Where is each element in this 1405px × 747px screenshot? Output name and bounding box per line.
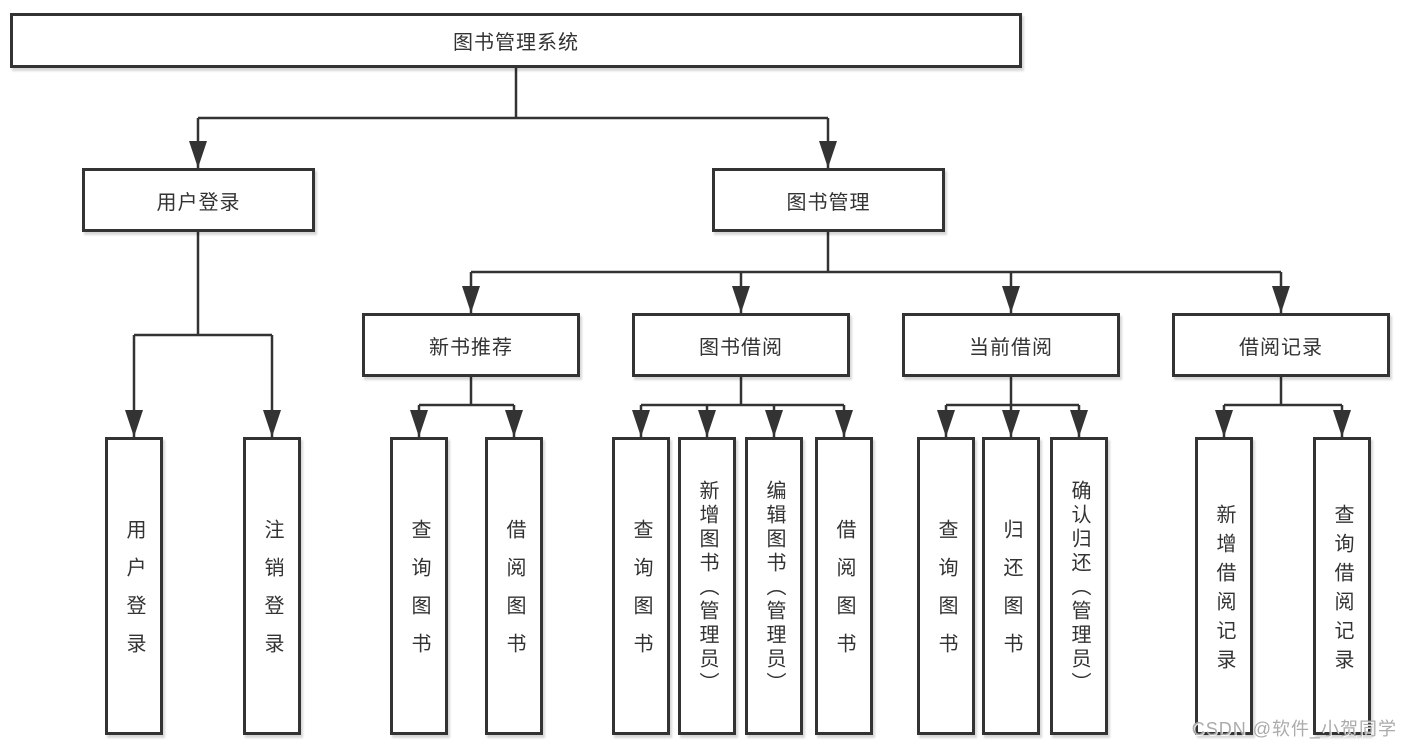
watermark: CSDN @软件_小贺同学: [1191, 719, 1397, 739]
leaf-user-login-label: 用户登录: [123, 519, 145, 671]
node-current-borrowing: 当前借阅: [902, 313, 1120, 377]
node-borrowing-records: 借阅记录: [1172, 313, 1390, 377]
leaf-confirm-return-admin: 确认归还（管理员）: [1050, 437, 1108, 735]
leaf-logout-label: 注销登录: [261, 519, 283, 671]
node-book-borrowing-label: 图书借阅: [699, 336, 783, 359]
leaf-query-books-recommend-label: 查询图书: [408, 519, 430, 671]
node-user-login: 用户登录: [82, 168, 315, 232]
node-current-borrowing-label: 当前借阅: [969, 336, 1053, 359]
node-borrowing-records-label: 借阅记录: [1239, 336, 1323, 359]
leaf-add-borrow-record-label: 新增借阅记录: [1213, 503, 1235, 678]
node-book-management: 图书管理: [712, 168, 945, 232]
leaf-borrow-books-label: 借阅图书: [833, 519, 855, 671]
leaf-query-books-current: 查询图书: [917, 437, 975, 735]
node-book-borrowing: 图书借阅: [632, 313, 850, 377]
leaf-add-book-admin-label: 新增图书（管理员）: [696, 480, 718, 696]
leaf-edit-book-admin-label: 编辑图书（管理员）: [763, 480, 785, 696]
leaf-query-borrow-record-label: 查询借阅记录: [1331, 503, 1353, 678]
leaf-query-books-borrow: 查询图书: [612, 437, 670, 735]
leaf-user-login: 用户登录: [105, 437, 163, 735]
node-user-login-label: 用户登录: [156, 191, 241, 214]
leaf-query-books-current-label: 查询图书: [935, 519, 957, 671]
leaf-return-book: 归还图书: [982, 437, 1040, 735]
node-root-label: 图书管理系统: [453, 32, 579, 54]
leaf-borrow-books-recommend: 借阅图书: [485, 437, 543, 735]
leaf-add-borrow-record: 新增借阅记录: [1195, 437, 1253, 735]
leaf-borrow-books-recommend-label: 借阅图书: [503, 519, 525, 671]
leaf-edit-book-admin: 编辑图书（管理员）: [745, 437, 803, 735]
leaf-confirm-return-admin-label: 确认归还（管理员）: [1068, 480, 1090, 696]
arrowheads: [125, 141, 1351, 437]
node-root: 图书管理系统: [10, 13, 1022, 68]
node-new-book-recommendation: 新书推荐: [362, 313, 580, 377]
node-new-book-recommendation-label: 新书推荐: [429, 336, 513, 359]
leaf-add-book-admin: 新增图书（管理员）: [678, 437, 736, 735]
leaf-return-book-label: 归还图书: [1000, 519, 1022, 671]
connector-path: [132, 68, 1344, 437]
leaf-query-books-recommend: 查询图书: [390, 437, 448, 735]
leaf-logout: 注销登录: [243, 437, 301, 735]
leaf-query-books-borrow-label: 查询图书: [630, 519, 652, 671]
node-book-management-label: 图书管理: [786, 191, 871, 214]
leaf-query-borrow-record: 查询借阅记录: [1313, 437, 1371, 735]
leaf-borrow-books: 借阅图书: [815, 437, 873, 735]
